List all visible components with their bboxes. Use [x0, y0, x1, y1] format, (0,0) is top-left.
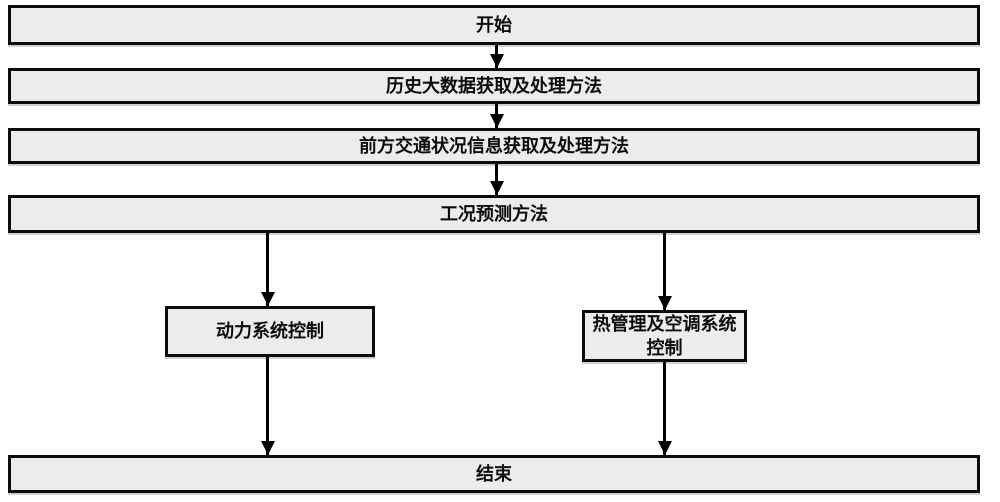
flowchart-node-prediction-label: 工况预测方法	[440, 203, 548, 224]
arrow-start-to-history	[495, 45, 498, 68]
flowchart-node-end: 结束	[8, 455, 980, 493]
flowchart-node-traffic-info: 前方交通状况信息获取及处理方法	[8, 128, 980, 164]
arrow-power-to-end	[266, 357, 269, 455]
flowchart-node-start: 开始	[8, 5, 980, 45]
arrow-prediction-to-power	[266, 233, 269, 306]
flowchart-node-thermal-ac-control: 热管理及空调系统控制	[582, 310, 747, 362]
arrow-thermal-to-end	[663, 362, 666, 455]
flowchart-node-traffic-label: 前方交通状况信息获取及处理方法	[359, 135, 629, 156]
flowchart-node-power-label: 动力系统控制	[216, 321, 324, 342]
flowchart-node-power-system-control: 动力系统控制	[165, 306, 375, 357]
flowchart-node-thermal-label: 热管理及空调系统控制	[592, 313, 737, 358]
flowchart-node-end-label: 结束	[476, 463, 512, 484]
flowchart-node-history-label: 历史大数据获取及处理方法	[386, 75, 602, 96]
arrow-traffic-to-prediction	[495, 164, 498, 195]
arrow-prediction-to-thermal	[663, 233, 666, 310]
flowchart-node-history-data: 历史大数据获取及处理方法	[8, 68, 980, 104]
flowchart-node-start-label: 开始	[476, 14, 512, 35]
arrow-history-to-traffic	[495, 104, 498, 128]
flowchart-node-condition-prediction: 工况预测方法	[8, 195, 980, 233]
